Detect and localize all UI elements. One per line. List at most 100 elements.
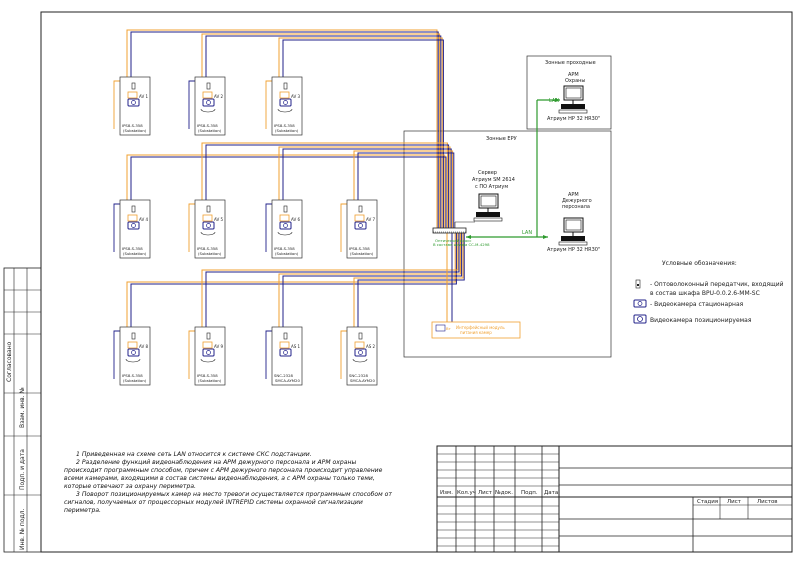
side-stamp-frame <box>3 267 42 553</box>
camera-lens <box>358 350 363 355</box>
guard-line-1: Охраны <box>565 78 585 84</box>
camera-type: (Substation) <box>123 251 147 256</box>
tb-col-list: Лист <box>478 490 493 496</box>
media-converter-icon <box>127 91 138 99</box>
side-label-inv-orig: Инв. № подл. <box>19 509 26 550</box>
camera-lens <box>206 350 211 355</box>
cable-feed <box>113 203 120 252</box>
cable-orange <box>201 142 448 228</box>
guard-line-0: АРМ <box>568 72 579 78</box>
fixed-camera-icon <box>633 299 647 308</box>
rotation-arrow <box>200 231 216 236</box>
note-3: 3 Поворот позиционируемых камер на место… <box>64 491 392 514</box>
camera-lens <box>358 223 363 228</box>
camera-lens <box>283 100 288 105</box>
camera-model: IPS8-S-358 <box>122 123 143 128</box>
cable-navy <box>357 152 455 228</box>
transmitter-icon <box>131 205 136 213</box>
camera-model: IPS8-S-358 <box>197 123 218 128</box>
fixed-camera-icon <box>127 221 140 230</box>
camera-type: (Substation) <box>198 128 222 133</box>
legend-item-2: Видеокамера позиционируемая <box>650 317 752 324</box>
cable-orange <box>126 29 438 228</box>
duty-line-0: АРМ <box>568 192 579 198</box>
cable-routes <box>113 29 465 379</box>
camera-tag: AV 4 <box>139 217 148 222</box>
cable-navy <box>205 228 460 337</box>
server-line-2: с ПО Атриум <box>475 184 508 190</box>
rotation-arrow <box>352 358 368 363</box>
ptz-camera-icon <box>202 348 215 357</box>
cable-feed <box>340 330 347 379</box>
poe-label-1: Интерфейсный модуль <box>456 325 505 330</box>
switch-label-2: В составе шкафа СС-М-4298 <box>433 242 490 247</box>
transmitter-icon <box>206 205 211 213</box>
camera-lens <box>131 100 136 105</box>
server-computer <box>473 193 503 222</box>
camera-model: IPS8-S-358 <box>122 373 143 378</box>
camera-lens <box>206 100 211 105</box>
rotation-arrow <box>277 231 293 236</box>
duty-workstation <box>558 217 588 246</box>
cable-feed <box>188 330 195 379</box>
cable-navy <box>205 144 450 228</box>
media-converter-icon <box>127 214 138 222</box>
camera-type: (Substation) <box>123 378 147 383</box>
lan-label-h: LAN <box>522 230 532 236</box>
server-line-1: Атриум SM 2614 <box>472 177 515 183</box>
cable-navy <box>130 156 447 228</box>
cable-feed <box>113 330 120 379</box>
camera-unit: AV 8 IPS8-S-358(Substation) <box>119 326 151 386</box>
media-converter-icon <box>279 91 290 99</box>
camera-tag: AV 3 <box>291 94 300 99</box>
camera-tag: AV 7 <box>366 217 375 222</box>
ptz-camera-icon <box>633 314 647 324</box>
cable-orange <box>126 154 446 228</box>
server-line-0: Сервер <box>478 170 497 176</box>
cable-feed <box>340 203 347 252</box>
camera-tag: AV 8 <box>139 344 148 349</box>
fixed-camera-icon <box>279 348 292 357</box>
zone-cpo-label: Зонные ЕРУ <box>486 136 517 142</box>
camera-tag: AS 2 <box>366 344 376 349</box>
camera-model: IPS8-S-358 <box>197 246 218 251</box>
camera-lens <box>206 223 211 228</box>
camera-type: (Substation) <box>123 128 147 133</box>
cable-feed <box>113 80 120 129</box>
cable-feed <box>188 203 195 252</box>
tb-stage: Стадия <box>697 499 718 505</box>
tb-sheets: Листов <box>757 499 778 505</box>
cable-orange <box>201 228 459 337</box>
tb-col-kolich: Кол.уч <box>457 490 476 496</box>
guard-workstation <box>558 85 588 114</box>
tb-col-data: Дата <box>544 490 558 496</box>
cable-orange <box>201 33 441 228</box>
media-converter-icon <box>279 341 290 349</box>
cable-navy <box>130 31 439 228</box>
guard-model: Атриум HP 32 HR30" <box>547 116 600 122</box>
cable-feed <box>265 203 272 252</box>
tb-col-podp: Подп. <box>521 490 538 496</box>
camera-tag: AV 6 <box>291 217 300 222</box>
camera-lens <box>131 223 136 228</box>
tb-sheet: Лист <box>727 499 742 505</box>
camera-type: (Substation) <box>198 378 222 383</box>
camera-tag: AV 9 <box>214 344 223 349</box>
side-label-agreed: Согласовано <box>6 341 13 382</box>
camera-model: IPS8-S-358 <box>274 123 295 128</box>
transmitter-icon <box>358 205 363 213</box>
cable-orange <box>353 150 454 228</box>
poe-module <box>431 321 521 339</box>
cable-orange <box>278 228 461 337</box>
duty-line-1: Дежурного <box>562 198 592 204</box>
fiber-transmitter-icon <box>635 279 641 289</box>
legend-item-0a: - Оптоволоконный передатчик, входящий <box>650 281 784 288</box>
tb-col-izm: Изм. <box>440 490 453 496</box>
notes-block: 1 Приведенная на схеме сеть LAN относитс… <box>64 451 394 515</box>
